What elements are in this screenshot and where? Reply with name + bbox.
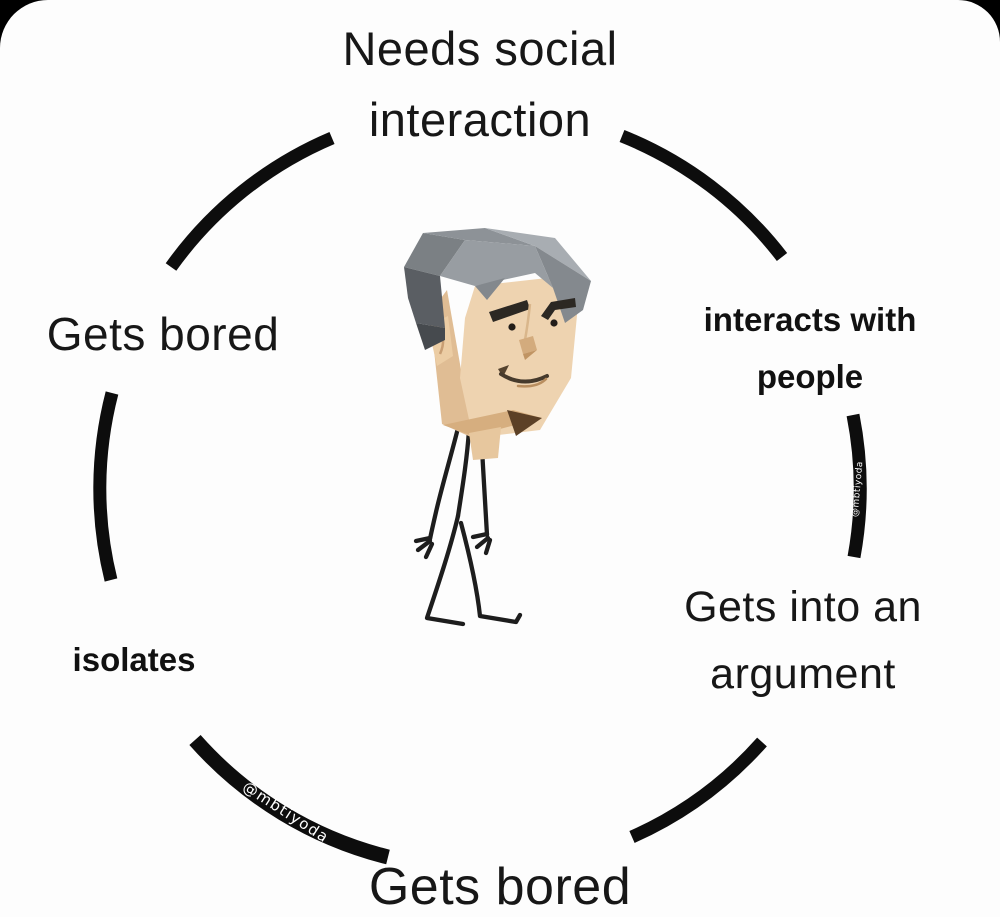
label-interacts-with-people: interacts with people [650, 291, 970, 405]
label-line: Needs social [342, 22, 618, 75]
label-line: Gets bored [46, 308, 280, 360]
nose [519, 336, 537, 354]
head [404, 228, 591, 460]
left-eye [508, 323, 516, 331]
label-line: interacts with [703, 301, 917, 338]
watermark-right: @mbtiyoda [851, 461, 866, 518]
arc-bottom-left [189, 735, 390, 865]
arc-right [846, 413, 867, 559]
nose-bridge [523, 303, 532, 341]
face-features [489, 298, 576, 388]
label-line: interaction [368, 93, 592, 146]
lower-lip [516, 377, 548, 388]
smirk-corner [498, 365, 509, 377]
left-eyebrow [489, 300, 530, 322]
hair [404, 228, 591, 350]
label-gets-bored-bottom: Gets bored [300, 861, 700, 913]
arc-bottom-right [629, 737, 767, 843]
label-line: Gets bored [368, 858, 632, 916]
right-eye [550, 319, 558, 327]
label-line: argument [710, 650, 896, 698]
label-needs-social-interaction: Needs social interaction [230, 13, 730, 155]
label-gets-bored-left: Gets bored [2, 311, 324, 357]
label-line: people [756, 358, 864, 395]
right-eyebrow [541, 298, 576, 320]
arc-left [93, 391, 119, 582]
watermark-bottom-left: @mbtiyoda [239, 777, 332, 846]
arc-top-right [619, 129, 788, 261]
nose-shadow [523, 350, 537, 360]
neck [469, 427, 501, 460]
label-isolates: isolates [34, 643, 234, 676]
stick-body [413, 425, 523, 627]
cartoon-man-icon [404, 228, 591, 627]
label-line: Gets into an [684, 583, 922, 631]
chin-dark-wedge [507, 410, 542, 436]
label-gets-into-argument: Gets into an argument [640, 574, 966, 708]
arc-top-left [165, 132, 335, 271]
label-line: isolates [72, 641, 196, 678]
mouth [499, 372, 549, 384]
